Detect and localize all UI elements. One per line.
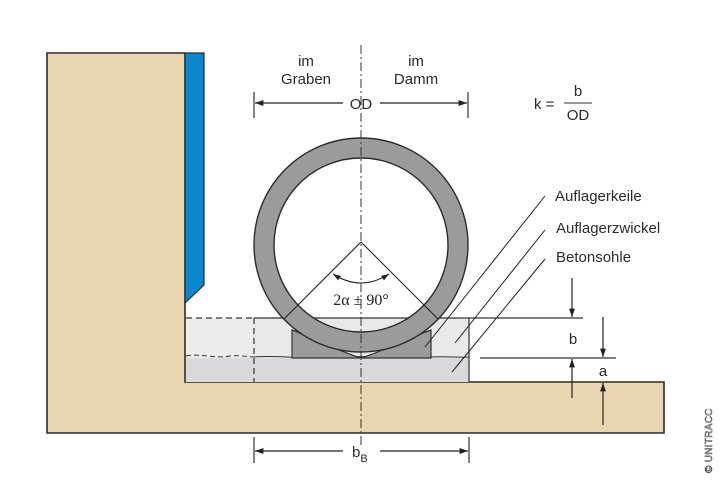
- gusset-trench-part: [186, 318, 254, 358]
- label-concrete-base: Betonsohle: [556, 249, 631, 266]
- leader-base: [451, 258, 546, 373]
- embankment-label-line1: im: [408, 53, 424, 70]
- od-label: OD: [350, 96, 373, 113]
- dim-b-label: b: [569, 331, 577, 348]
- formula-denominator: OD: [567, 107, 590, 124]
- pipe-wall: [253, 137, 469, 353]
- dim-a-label: a: [599, 363, 608, 380]
- leader-gusset: [454, 229, 546, 344]
- trench-label-line1: im: [298, 53, 314, 70]
- copyright: © UNITRACC: [704, 408, 715, 473]
- embankment-label-line2: Damm: [394, 71, 438, 88]
- trench-label-line2: Graben: [281, 71, 331, 88]
- bb-label-subscript: B: [360, 453, 367, 465]
- sheet-pile: [184, 52, 205, 305]
- formula-k: k =: [534, 96, 555, 113]
- label-support-gusset: Auflagerzwickel: [556, 220, 660, 237]
- concrete-base: [186, 358, 469, 382]
- leader-wedges: [424, 195, 546, 348]
- formula-numerator: b: [574, 83, 582, 100]
- bb-label: bB: [352, 444, 368, 465]
- joint-line-dashed: [185, 354, 255, 358]
- label-support-wedges: Auflagerkeile: [555, 188, 642, 205]
